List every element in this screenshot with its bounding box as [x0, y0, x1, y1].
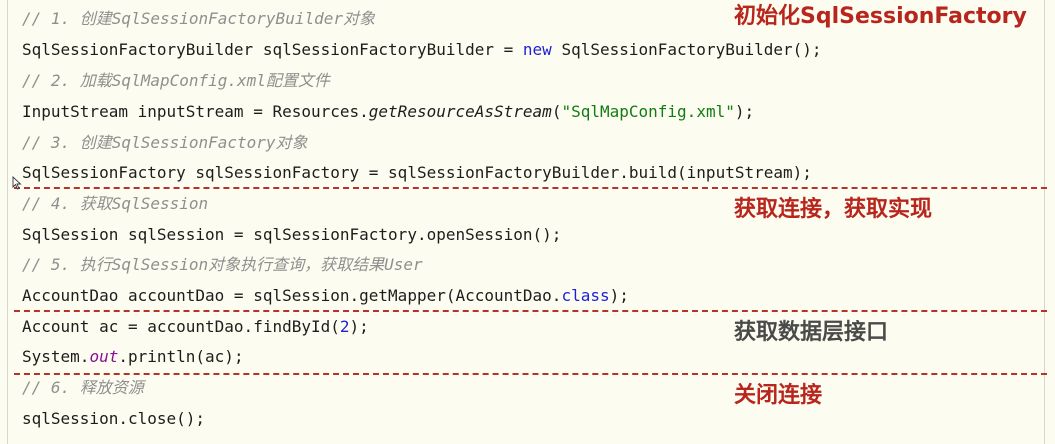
- section-divider: [14, 373, 1047, 375]
- code-token: getResourceAsStream: [368, 102, 552, 121]
- code-token: // 3. 创建SqlSessionFactory对象: [22, 133, 308, 152]
- section-divider: [14, 187, 1047, 189]
- code-line: SqlSession sqlSession = sqlSessionFactor…: [22, 225, 561, 245]
- code-line: SqlSessionFactoryBuilder sqlSessionFacto…: [22, 40, 822, 60]
- code-token: class: [561, 286, 610, 305]
- code-token: out: [89, 347, 119, 366]
- panel-left-border: [7, 0, 8, 444]
- code-line: AccountDao accountDao = sqlSession.getMa…: [22, 286, 629, 306]
- code-line: // 2. 加载SqlMapConfig.xml配置文件: [22, 71, 330, 91]
- mouse-pointer-icon: [12, 176, 22, 190]
- code-token: AccountDao accountDao = sqlSession.getMa…: [22, 286, 562, 305]
- code-token: );: [349, 317, 369, 336]
- code-token: // 1. 创建SqlSessionFactoryBuilder对象: [22, 9, 375, 28]
- code-line: System.out.println(ac);: [22, 347, 244, 367]
- section-divider: [14, 310, 1047, 312]
- code-token: new: [522, 40, 552, 59]
- code-token: "SqlMapConfig.xml": [561, 102, 735, 121]
- annotation-close: 关闭连接: [734, 383, 823, 408]
- code-token: // 2. 加载SqlMapConfig.xml配置文件: [22, 71, 330, 90]
- annotation-init: 初始化SqlSessionFactory: [734, 4, 1027, 29]
- panel-right-border: [1044, 0, 1045, 444]
- code-token: 2: [339, 317, 350, 336]
- code-token: );: [734, 102, 755, 121]
- code-token: SqlSessionFactoryBuilder();: [551, 40, 822, 59]
- code-line: Account ac = accountDao.findById(2);: [22, 317, 369, 337]
- code-token: // 6. 释放资源: [22, 378, 144, 397]
- code-token: );: [609, 286, 629, 305]
- code-line: // 4. 获取SqlSession: [22, 194, 208, 214]
- code-token: // 5. 执行SqlSession对象执行查询，获取结果User: [22, 255, 423, 274]
- code-line: // 5. 执行SqlSession对象执行查询，获取结果User: [22, 255, 423, 275]
- code-token: // 4. 获取SqlSession: [22, 194, 209, 213]
- code-token: sqlSession.close();: [22, 409, 206, 428]
- code-line: sqlSession.close();: [22, 409, 205, 429]
- code-token: SqlSessionFactory sqlSessionFactory = sq…: [22, 163, 812, 182]
- code-token: .println(ac);: [118, 347, 244, 366]
- code-token: Account ac = accountDao.findById(: [22, 317, 340, 336]
- code-token: InputStream inputStream = Resources.: [22, 102, 369, 121]
- annotation-get-dao: 获取数据层接口: [734, 320, 889, 345]
- code-line: InputStream inputStream = Resources.getR…: [22, 102, 754, 122]
- code-token: SqlSessionFactoryBuilder sqlSessionFacto…: [22, 40, 523, 59]
- annotation-get-connection: 获取连接，获取实现: [734, 197, 933, 222]
- code-token: System.: [22, 347, 90, 366]
- code-token: SqlSession sqlSession = sqlSessionFactor…: [22, 225, 562, 244]
- code-line: // 1. 创建SqlSessionFactoryBuilder对象: [22, 9, 375, 29]
- code-token: (: [551, 102, 562, 121]
- code-line: // 6. 释放资源: [22, 378, 144, 398]
- code-line: // 3. 创建SqlSessionFactory对象: [22, 133, 308, 153]
- code-line: SqlSessionFactory sqlSessionFactory = sq…: [22, 163, 812, 183]
